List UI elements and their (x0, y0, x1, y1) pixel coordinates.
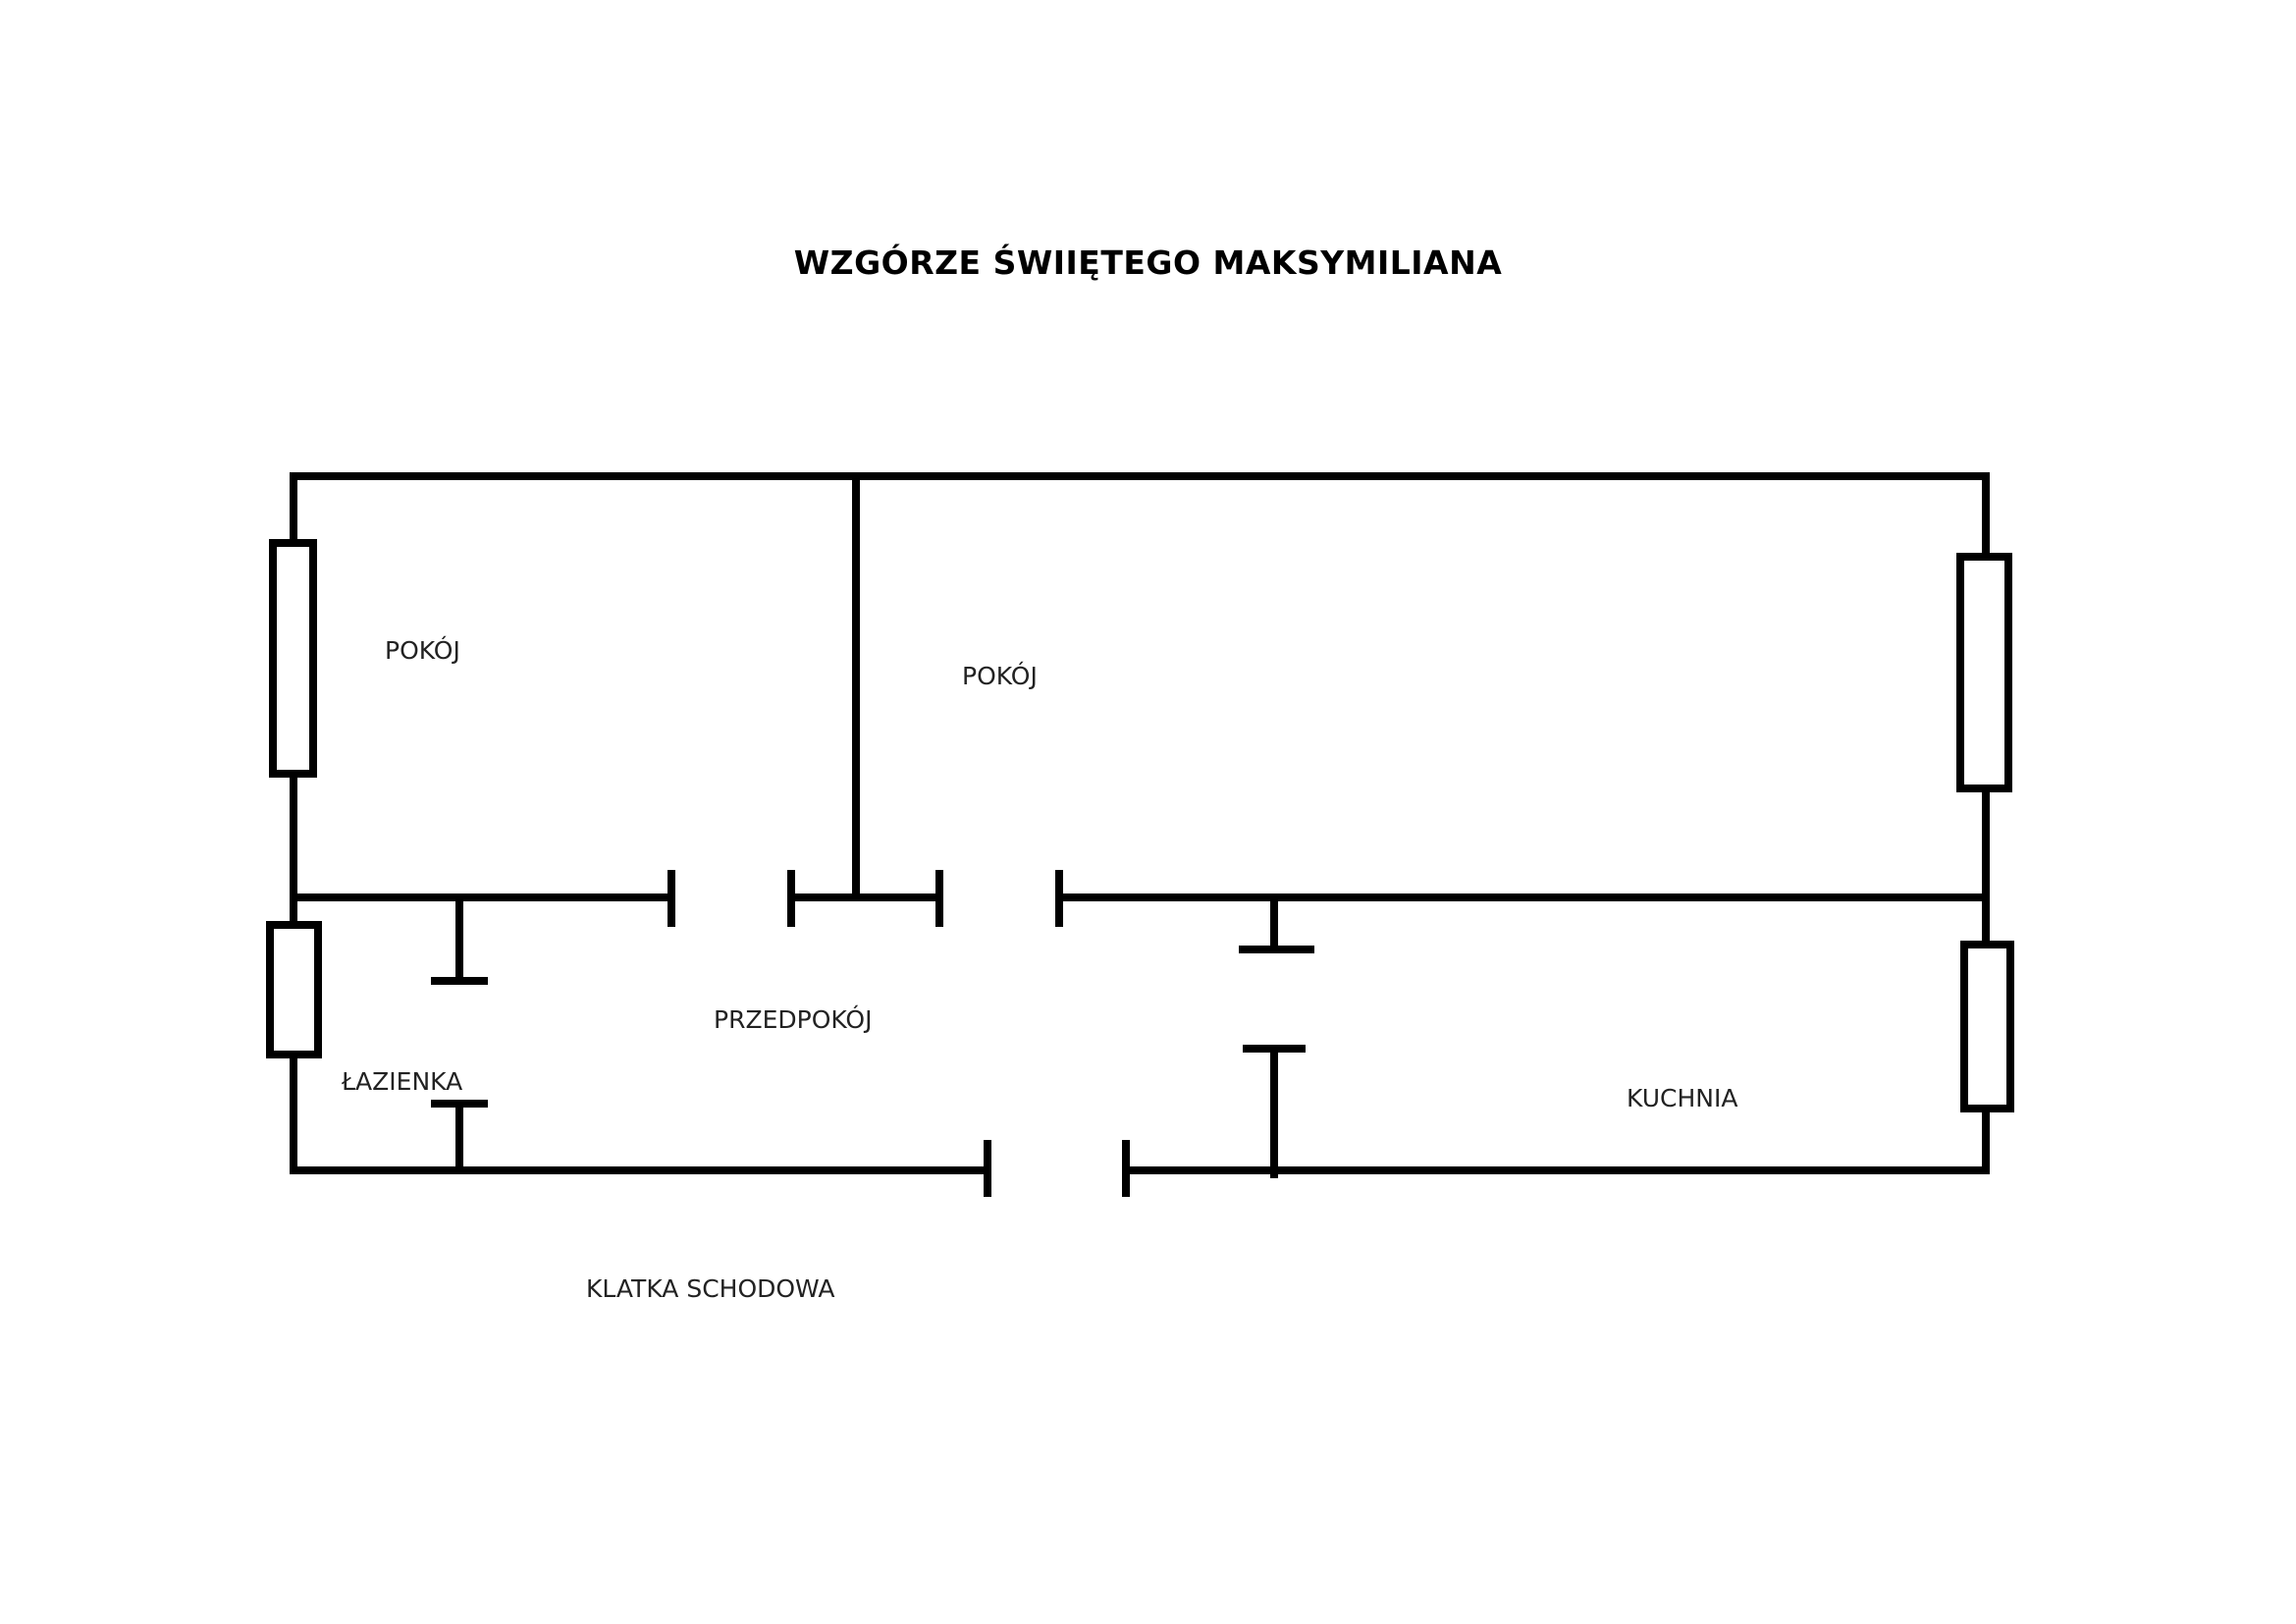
window-room2 (1956, 553, 2012, 792)
room-label-lazienka: ŁAZIENKA (342, 1067, 463, 1096)
window-kitchen (1960, 941, 2014, 1112)
plan-title: WZGÓRZE ŚWIIĘTEGO MAKSYMILIANA (793, 244, 1503, 282)
window-bathroom (266, 921, 322, 1058)
room-label-klatka-schodowa: KLATKA SCHODOWA (586, 1274, 835, 1303)
room-label-kuchnia: KUCHNIA (1627, 1084, 1738, 1112)
room-label-pokoj-1: POKÓJ (385, 636, 460, 665)
room-label-pokoj-2: POKÓJ (962, 662, 1038, 690)
window-room1 (269, 539, 317, 778)
room-label-przedpokoj: PRZEDPOKÓJ (714, 1005, 873, 1034)
